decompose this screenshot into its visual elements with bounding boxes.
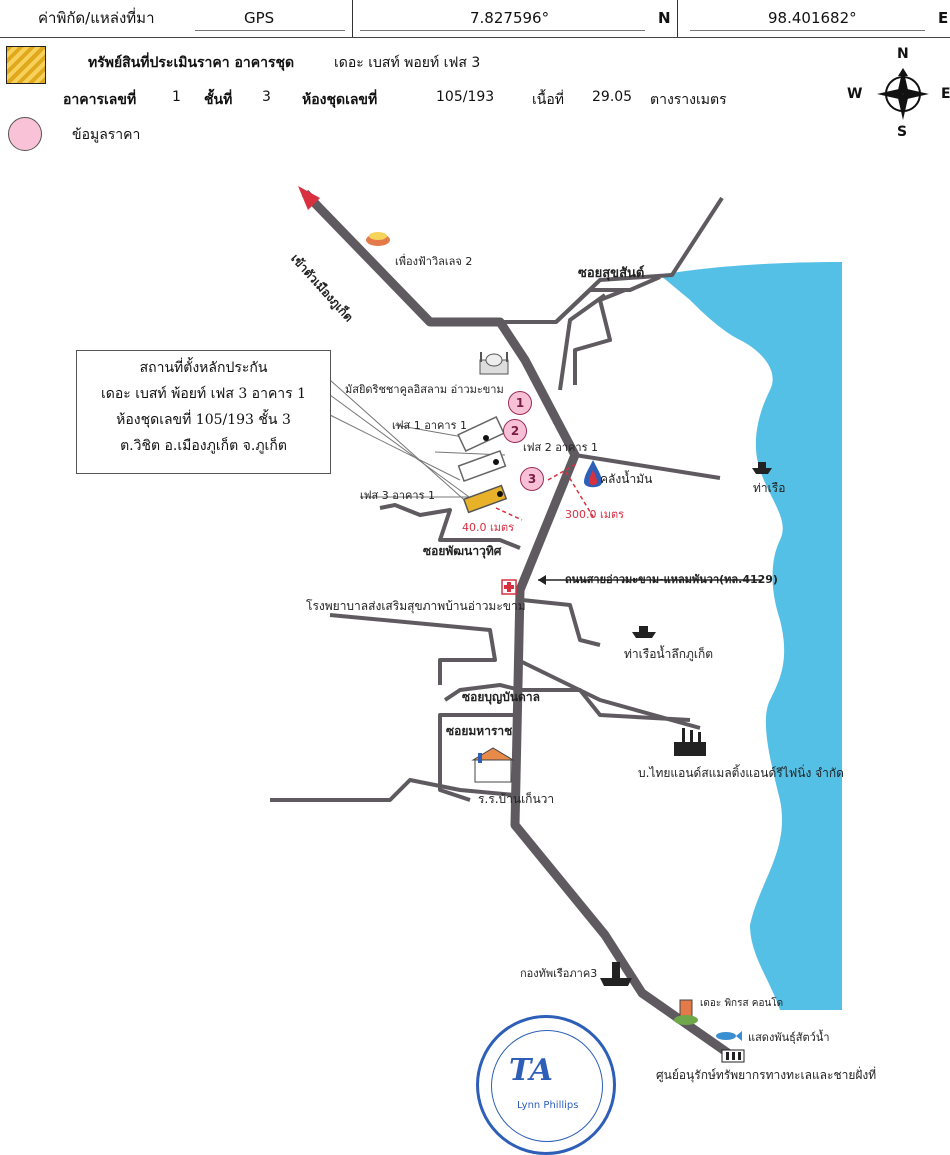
restaurant-label: เพื่องฟ้าวิลเลจ 2 bbox=[395, 255, 473, 268]
building-no: 1 bbox=[172, 89, 181, 105]
pier-label: ท่าเรือ bbox=[753, 481, 786, 495]
school-icon bbox=[471, 747, 515, 783]
stamp-logo: TA bbox=[509, 1053, 553, 1088]
compass-e: E bbox=[941, 86, 950, 102]
fish-icon bbox=[716, 1031, 742, 1041]
main-road-label: ถนนสายอ่าวมะขาม-แหลมพันวา(ทล.4129) bbox=[565, 573, 778, 586]
underline bbox=[690, 30, 925, 31]
longitude-value: 98.401682° bbox=[768, 9, 857, 27]
ship-icon bbox=[752, 462, 772, 474]
property-label: ทรัพย์สินที่ประเมินราคา อาคารชุด bbox=[88, 55, 295, 71]
location-map bbox=[270, 186, 842, 1063]
price-pin-1: 1 bbox=[508, 391, 532, 415]
divider bbox=[352, 0, 353, 37]
phase3-label: เฟส 3 อาคาร 1 bbox=[360, 489, 435, 502]
ship-icon bbox=[632, 626, 656, 638]
phase2-building bbox=[457, 449, 507, 483]
mosque-icon bbox=[479, 352, 509, 375]
latitude-value: 7.827596° bbox=[470, 9, 550, 27]
main-road bbox=[301, 189, 738, 1062]
longitude-dir: E bbox=[938, 9, 949, 27]
marine-center-label: ศูนย์อนุรักษ์ทรัพยากรทางทะเลและชายฝั่งที… bbox=[656, 1068, 877, 1082]
price-pin-2: 2 bbox=[503, 419, 527, 443]
price-info-label: ข้อมูลราคา bbox=[72, 127, 141, 143]
factory-label: บ.ไทยแอนด์สแมลติ้งแอนด์รีไฟนิ่ง จำกัด bbox=[638, 766, 844, 780]
underline bbox=[360, 30, 645, 31]
hospital-label: โรงพยาบาลส่งเสริมสุขภาพบ้านอ่าวมะขาม bbox=[306, 599, 526, 613]
coordinate-bar: ค่าพิกัด/แหล่งที่มา GPS 7.827596° N 98.4… bbox=[0, 0, 950, 38]
compass-w: W bbox=[847, 86, 863, 102]
floor-no: 3 bbox=[262, 89, 271, 105]
condo-label: เดอะ พิกรส คอนโด bbox=[700, 998, 784, 1009]
marine-center-icon bbox=[721, 1049, 745, 1063]
phase2-label: เฟส 2 อาคาร 1 bbox=[523, 441, 598, 454]
collateral-location-box: สถานที่ตั้งหลักประกัน เดอะ เบสท์ พ้อยท์ … bbox=[76, 350, 331, 474]
soi-mahasarakham-label: ซอยมหาราช bbox=[446, 724, 513, 738]
stamp-name: Lynn Phillips bbox=[517, 1100, 579, 1111]
distance-40-label: 40.0 เมตร bbox=[462, 521, 515, 534]
infobox-line1: สถานที่ตั้งหลักประกัน bbox=[139, 360, 268, 376]
area-unit: ตางรางเมตร bbox=[650, 92, 727, 108]
unit-label: ห้องชุดเลขที่ bbox=[302, 92, 378, 108]
latitude-dir: N bbox=[658, 9, 671, 27]
coord-source: GPS bbox=[244, 9, 275, 27]
navy-ship-icon bbox=[600, 962, 632, 986]
secondary-roads bbox=[270, 196, 724, 802]
compass-s: S bbox=[897, 124, 908, 140]
infobox-line3: ห้องชุดเลขที่ 105/193 ชั้น 3 bbox=[116, 412, 291, 428]
infobox-line4: ต.วิชิต อ.เมืองภูเก็ต จ.ภูเก็ต bbox=[120, 438, 287, 454]
sea-area bbox=[660, 262, 842, 1010]
factory-icon bbox=[674, 728, 706, 756]
infobox-line2: เดอะ เบสท์ พ้อยท์ เฟส 3 อาคาร 1 bbox=[100, 386, 307, 402]
property-name: เดอะ เบสท์ พอยท์ เฟส 3 bbox=[334, 55, 481, 71]
area-value: 29.05 bbox=[592, 89, 633, 105]
phase1-label: เฟส 1 อาคาร 1 bbox=[392, 419, 467, 432]
school-label: ร.ร.บ้านเก็นวา bbox=[478, 792, 555, 806]
phase1-building bbox=[457, 415, 505, 453]
restaurant-icon bbox=[366, 232, 390, 246]
oil-depot-label: คลังน้ำมัน bbox=[600, 472, 653, 486]
navy-label: กองทัพเรือภาค3 bbox=[520, 967, 598, 980]
compass-icon bbox=[877, 68, 929, 120]
underline bbox=[195, 30, 345, 31]
area-label: เนื้อที่ bbox=[532, 92, 564, 108]
aquarium-label: แสดงพันธุ์สัตว์น้ำ bbox=[748, 1031, 830, 1044]
soi-phatthana-label: ซอยพัฒนาวุทิศ bbox=[423, 544, 502, 558]
deep-port-label: ท่าเรือน้ำลึกภูเก็ต bbox=[624, 647, 714, 661]
floor-label: ชั้นที่ bbox=[204, 92, 233, 108]
property-hatch-swatch bbox=[6, 46, 46, 84]
unit-no: 105/193 bbox=[436, 89, 495, 105]
soi-bunyakul-label: ซอยบุญบันดาล bbox=[462, 690, 540, 704]
divider bbox=[677, 0, 678, 37]
arrow-to-city-icon bbox=[298, 186, 320, 210]
price-pin-3: 3 bbox=[520, 467, 544, 491]
building-label: อาคารเลขที่ bbox=[63, 92, 137, 108]
soi-suksan-label: ซอยสุขสันต์ bbox=[578, 266, 645, 281]
mosque-label: มัสยิดริชชาคูลอิสลาม อ่าวมะขาม bbox=[345, 383, 504, 396]
distance-300-label: 300.0 เมตร bbox=[565, 508, 625, 521]
compass-rose: N S W E bbox=[845, 46, 950, 142]
company-stamp: TA Lynn Phillips bbox=[476, 1015, 616, 1155]
coord-label: ค่าพิกัด/แหล่งที่มา bbox=[38, 9, 155, 27]
compass-n: N bbox=[897, 46, 909, 62]
condo-icon bbox=[674, 999, 698, 1025]
price-info-marker bbox=[8, 117, 42, 151]
phase3-building bbox=[462, 484, 508, 514]
